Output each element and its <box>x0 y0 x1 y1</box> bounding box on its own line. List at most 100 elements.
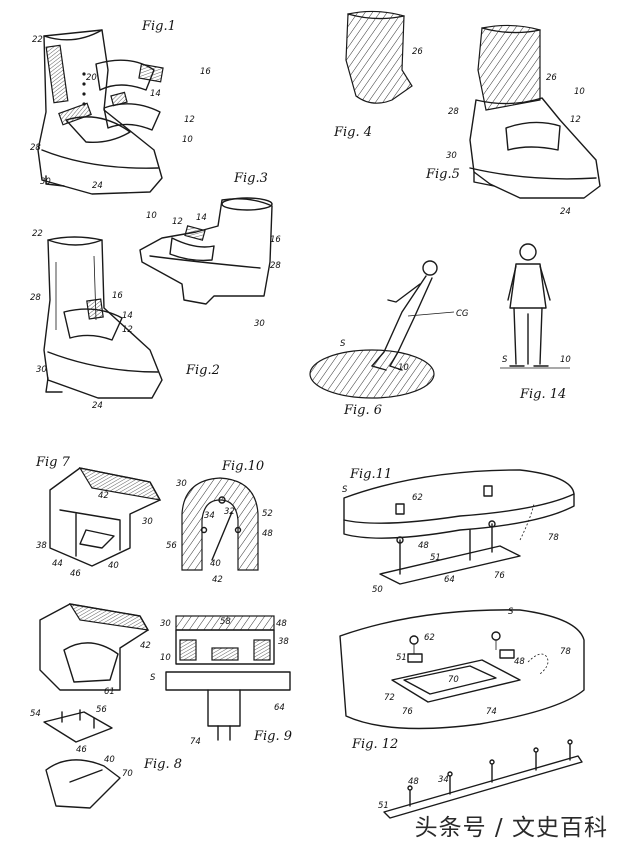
ref-label: 34 <box>204 511 215 521</box>
ref-label: 44 <box>52 559 63 569</box>
ref-label: 28 <box>448 107 459 117</box>
ref-label: 61 <box>104 687 115 697</box>
ref-label: 70 <box>122 769 133 779</box>
figure-2-boot: Fig.2 22 28 16 14 12 30 24 <box>30 229 220 411</box>
ref-label: 70 <box>448 675 459 685</box>
figure-label: Fig. 4 <box>333 125 372 140</box>
ref-label: 40 <box>104 755 115 765</box>
figure-7-heel: Fig 7 42 30 38 40 46 44 <box>35 455 162 579</box>
ref-label: 46 <box>76 745 87 755</box>
ref-label: S <box>342 485 348 495</box>
ref-label: 62 <box>424 633 435 643</box>
ref-label: 26 <box>412 47 423 57</box>
figure-label: Fig 7 <box>35 455 71 470</box>
ref-label: 16 <box>112 291 123 301</box>
ref-label: 26 <box>546 73 557 83</box>
figure-label: Fig. 6 <box>343 403 382 418</box>
ref-label: 46 <box>70 569 81 579</box>
ref-label: CG <box>456 309 469 319</box>
ref-label: 40 <box>108 561 119 571</box>
figure-label: Fig.2 <box>185 363 220 378</box>
ref-label: 48 <box>408 777 419 787</box>
ref-label: 74 <box>190 737 201 747</box>
ref-label: 48 <box>514 657 525 667</box>
ref-label: 30 <box>254 319 265 329</box>
figure-10-heel-section: Fig.10 30 32 34 56 52 48 40 42 <box>166 459 273 585</box>
ref-label: 10 <box>398 363 409 373</box>
figure-label: Fig.5 <box>425 167 460 182</box>
figure-3-boot: Fig.3 10 12 14 16 28 30 <box>139 171 281 329</box>
ref-label: 22 <box>32 35 43 45</box>
ref-label: 64 <box>274 703 285 713</box>
ref-label: 24 <box>560 207 571 217</box>
figure-9-section: Fig. 9 30 58 48 38 10 S 64 74 <box>150 615 292 747</box>
ref-label: 32 <box>224 507 235 517</box>
ref-label: 52 <box>262 509 273 519</box>
ref-label: 30 <box>446 151 457 161</box>
figure-label: Fig. 8 <box>143 757 182 772</box>
ref-label: 74 <box>486 707 497 717</box>
ref-label: 76 <box>494 571 505 581</box>
figure-8-exploded: Fig. 8 42 61 54 56 46 40 70 <box>30 603 182 809</box>
ref-label: 14 <box>122 311 133 321</box>
figure-11-floor: Fig.11 S 62 48 51 50 78 64 76 <box>342 467 575 595</box>
ref-label: 10 <box>146 211 157 221</box>
figure-5-boot: Fig.5 26 10 28 12 30 24 <box>425 24 601 217</box>
ref-label: 28 <box>30 143 41 153</box>
figure-12-floor: Fig. 12 S 62 51 48 72 70 74 76 78 <box>339 607 585 752</box>
ref-label: 62 <box>412 493 423 503</box>
ref-label: 51 <box>378 801 389 811</box>
ref-label: 38 <box>36 541 47 551</box>
ref-label: 10 <box>560 355 571 365</box>
ref-label: 28 <box>270 261 281 271</box>
ref-label: 12 <box>122 325 133 335</box>
ref-label: 20 <box>86 73 97 83</box>
figure-label: Fig.11 <box>349 467 392 482</box>
ref-label: 51 <box>396 653 407 663</box>
ref-label: 51 <box>430 553 441 563</box>
ref-label: S <box>508 607 514 617</box>
ref-label: 42 <box>140 641 151 651</box>
figure-label: Fig. 9 <box>253 729 292 744</box>
ref-label: 42 <box>212 575 223 585</box>
ref-label: 42 <box>98 491 109 501</box>
figure-label: Fig. 14 <box>519 387 566 402</box>
ref-label: 54 <box>30 709 41 719</box>
ref-label: 24 <box>92 401 103 411</box>
figure-label: Fig.10 <box>221 459 264 474</box>
figure-label: Fig. 12 <box>351 737 398 752</box>
figure-4-sock: Fig. 4 26 <box>333 10 423 140</box>
ref-label: 22 <box>32 229 43 239</box>
ref-label: 58 <box>220 617 231 627</box>
ref-label: 10 <box>182 135 193 145</box>
ref-label: 30 <box>160 619 171 629</box>
ref-label: 14 <box>150 89 161 99</box>
ref-label: S <box>502 355 508 365</box>
ref-label: 48 <box>418 541 429 551</box>
ref-label: 12 <box>172 217 183 227</box>
figure-6-lean: Fig. 6 CG S 10 <box>309 260 469 418</box>
ref-label: 56 <box>166 541 177 551</box>
ref-label: 78 <box>548 533 559 543</box>
ref-label: 56 <box>96 705 107 715</box>
ref-label: 16 <box>200 67 211 77</box>
ref-label: 14 <box>196 213 207 223</box>
ref-label: 28 <box>30 293 41 303</box>
figure-label: Fig.3 <box>233 171 268 186</box>
ref-label: 12 <box>570 115 581 125</box>
figure-14-stand: Fig. 14 S 10 <box>500 243 571 402</box>
ref-label: 38 <box>278 637 289 647</box>
ref-label: 16 <box>270 235 281 245</box>
ref-label: 34 <box>438 775 449 785</box>
watermark: 头条号 / 文史百科 <box>414 815 608 841</box>
ref-label: 78 <box>560 647 571 657</box>
figure-1-boot: Fig.1 22 20 16 14 12 10 28 30 24 <box>30 19 211 195</box>
ref-label: 24 <box>92 181 103 191</box>
peg-strip: 48 34 51 <box>378 739 583 819</box>
ref-label: 10 <box>574 87 585 97</box>
ref-label: 48 <box>276 619 287 629</box>
ref-label: 12 <box>184 115 195 125</box>
ref-label: 30 <box>40 177 51 187</box>
